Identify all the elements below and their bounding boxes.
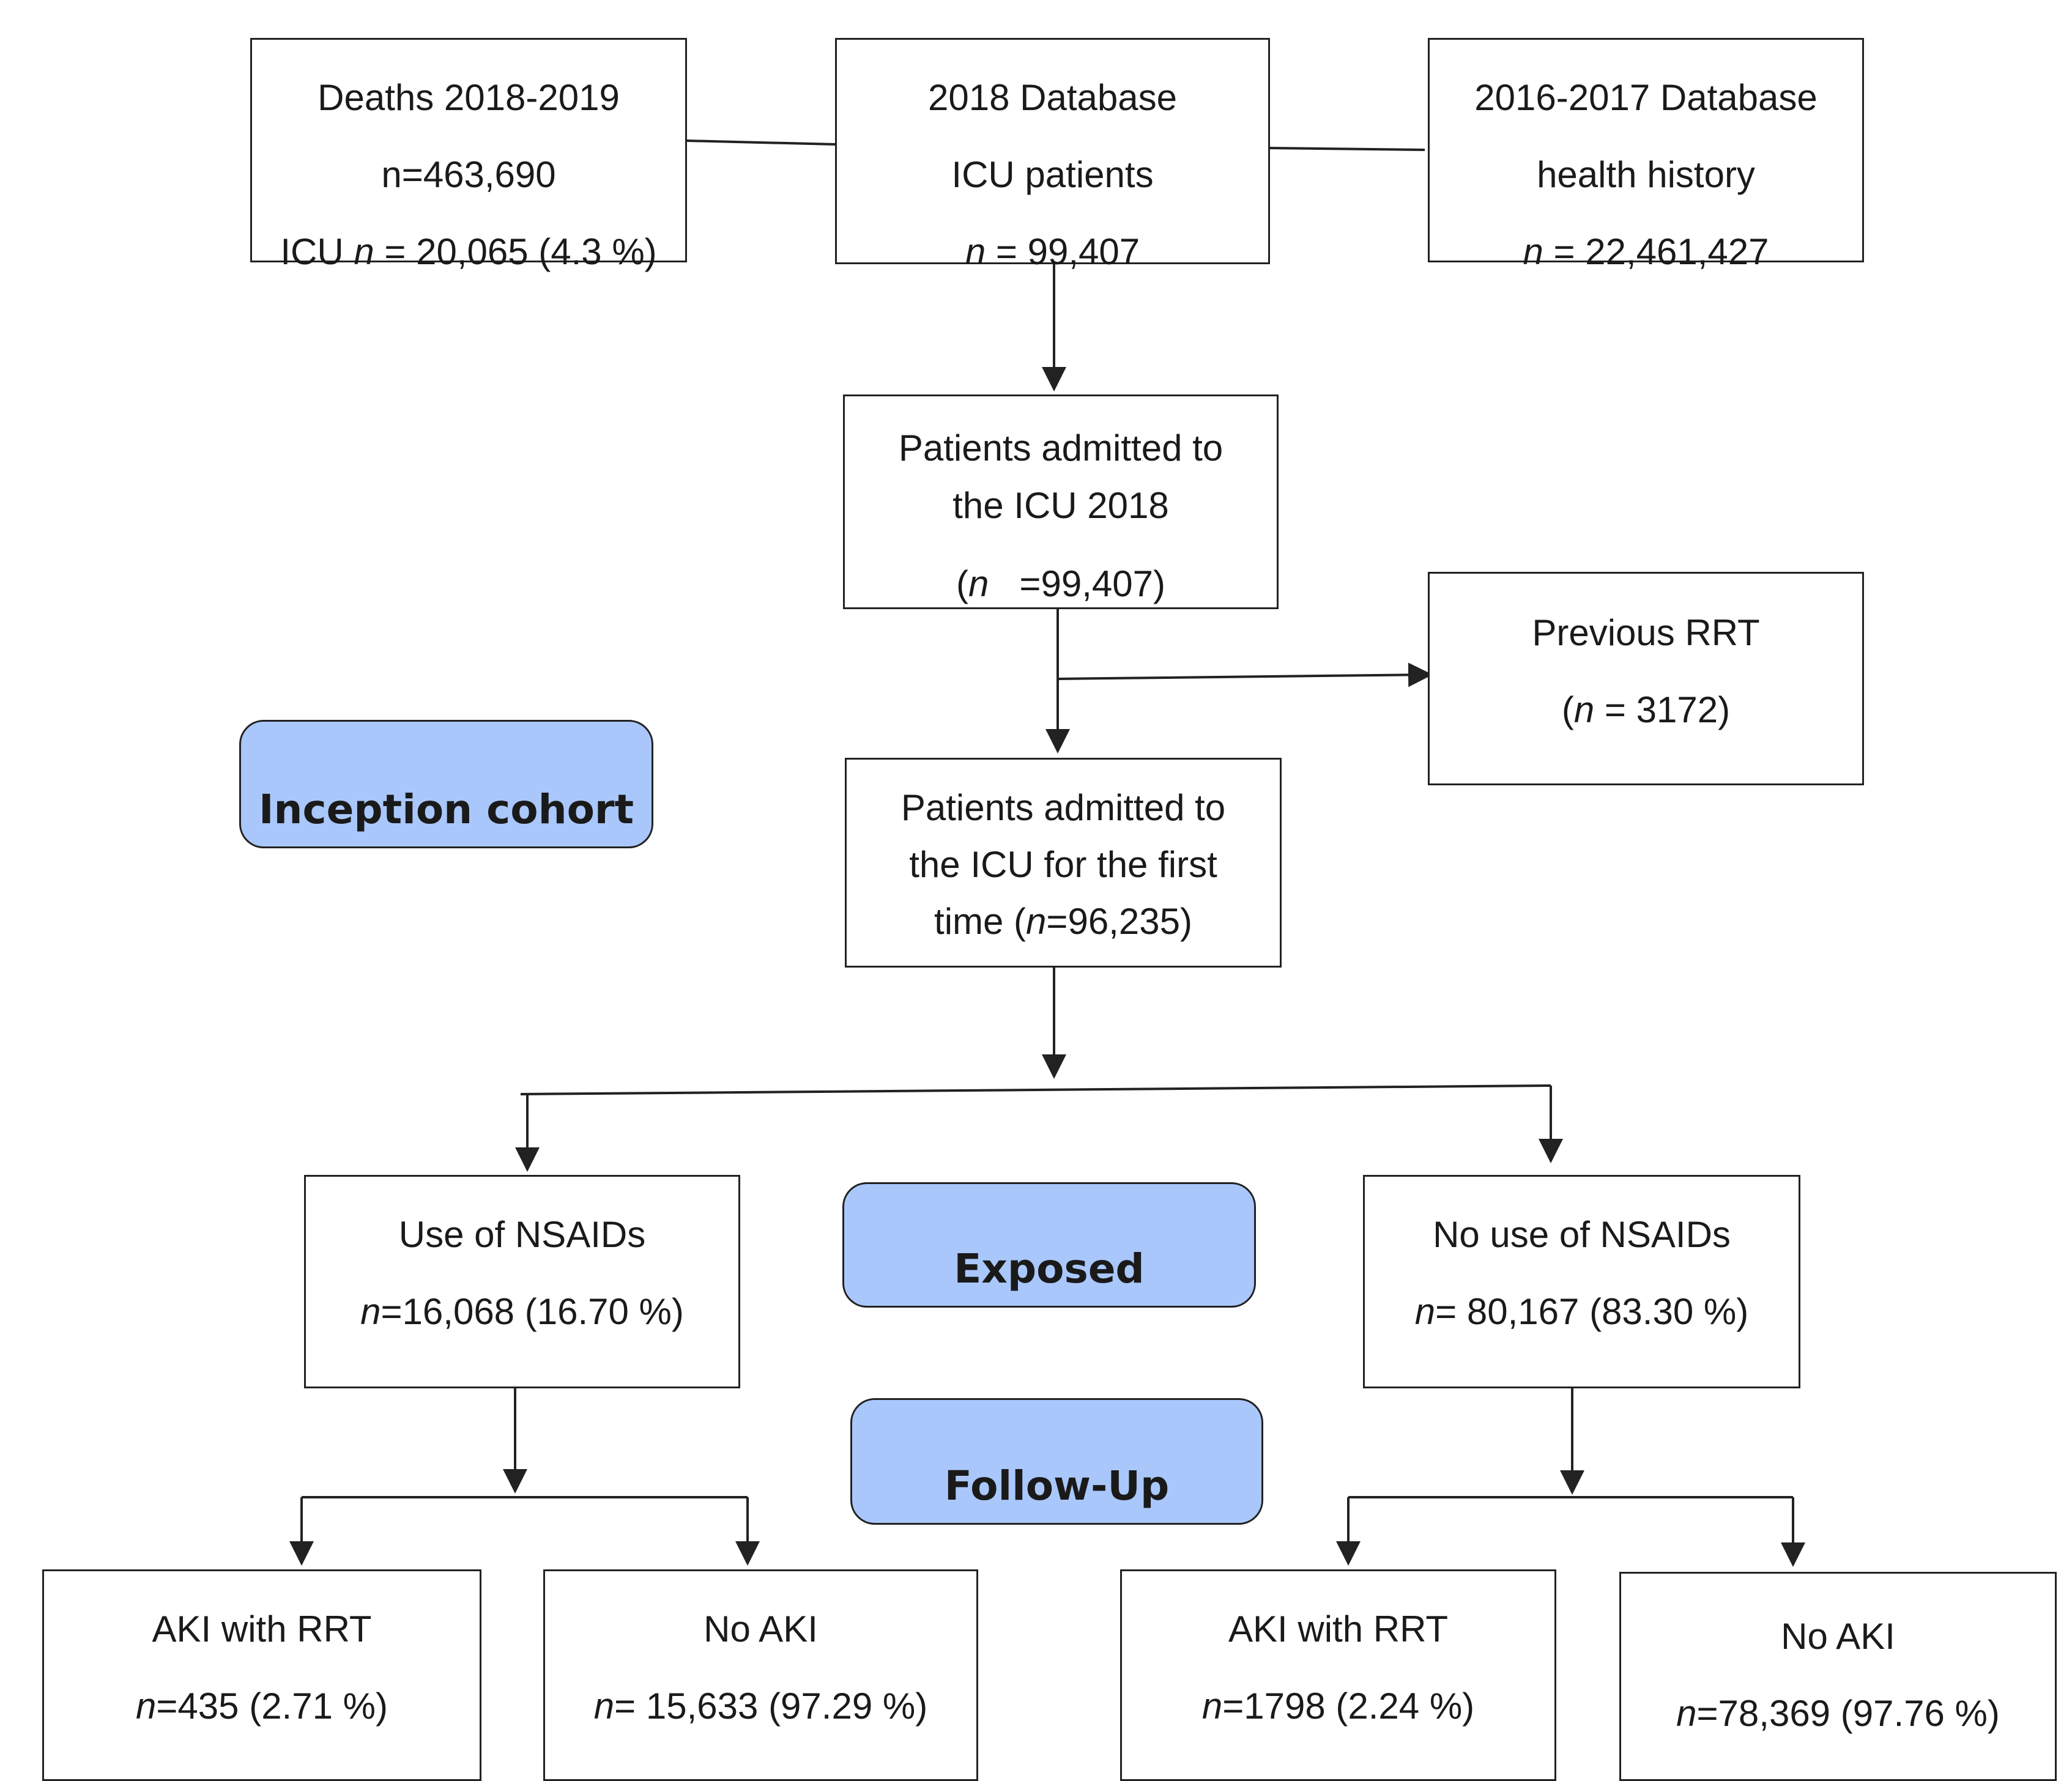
deaths-title: Deaths 2018-2019 [317, 77, 620, 118]
first-time-line2: the ICU for the first [909, 844, 1217, 885]
box-aki-with-rrt-nsaids: AKI with RRT n=435 (2.71 %) [42, 1569, 481, 1781]
split-horizontal [520, 1084, 1551, 1095]
no-aki-2-n: n=78,369 (97.76 %) [1676, 1693, 2000, 1734]
db2018-n: n = 99,407 [965, 231, 1140, 272]
box-use-of-nsaids: Use of NSAIDs n=16,068 (16.70 %) [304, 1175, 740, 1388]
box-no-use-of-nsaids: No use of NSAIDs n= 80,167 (83.30 %) [1363, 1175, 1800, 1388]
connector-db2018-db2016 [1268, 147, 1425, 151]
no-nsaids-title: No use of NSAIDs [1433, 1214, 1731, 1255]
previous-rrt-title: Previous RRT [1532, 612, 1760, 653]
deaths-icu-line: ICU n = 20,065 (4.3 %) [280, 231, 657, 272]
db2016-title: 2016-2017 Database [1474, 77, 1818, 118]
admitted-line1: Patients admitted to [898, 428, 1224, 468]
first-time-n: time (n=96,235) [934, 901, 1192, 942]
arrow-to-previous-rrt [1057, 662, 1433, 687]
nsaids-n: n=16,068 (16.70 %) [360, 1291, 684, 1332]
no-nsaids-n: n= 80,167 (83.30 %) [1414, 1291, 1749, 1332]
db2018-subtitle: ICU patients [951, 154, 1154, 195]
no-aki-1-title: No AKI [704, 1609, 818, 1650]
label-follow-up: Follow-Up [850, 1398, 1263, 1525]
aki-rrt-1-n: n=435 (2.71 %) [136, 1686, 388, 1727]
admitted-line2: the ICU 2018 [952, 485, 1169, 526]
admitted-n: (n =99,407) [956, 563, 1165, 604]
aki-rrt-1-title: AKI with RRT [152, 1609, 372, 1650]
aki-rrt-2-n: n=1798 (2.24 %) [1201, 1686, 1475, 1727]
box-deaths-2018-2019: Deaths 2018-2019 n=463,690 ICU n = 20,06… [250, 38, 687, 272]
label-inception-cohort: Inception cohort [239, 720, 653, 848]
no-aki-1-n: n= 15,633 (97.29 %) [593, 1686, 928, 1727]
box-2016-2017-database: 2016-2017 Database health history n = 22… [1428, 38, 1864, 272]
box-first-time-admitted: Patients admitted to the ICU for the fir… [845, 758, 1282, 968]
box-patients-admitted-2018: Patients admitted to the ICU 2018 (n =99… [843, 394, 1279, 609]
aki-rrt-2-title: AKI with RRT [1228, 1609, 1448, 1650]
db2018-title: 2018 Database [928, 77, 1177, 118]
db2016-subtitle: health history [1537, 154, 1755, 195]
label-exposed: Exposed [842, 1182, 1256, 1308]
no-aki-2-title: No AKI [1781, 1616, 1895, 1657]
db2016-n: n = 22,461,427 [1523, 231, 1769, 272]
box-previous-rrt: Previous RRT (n = 3172) [1428, 572, 1864, 785]
box-aki-with-rrt-no-nsaids: AKI with RRT n=1798 (2.24 %) [1120, 1569, 1556, 1781]
nsaids-title: Use of NSAIDs [398, 1214, 646, 1255]
box-no-aki-no-nsaids: No AKI n=78,369 (97.76 %) [1619, 1572, 2057, 1781]
box-2018-database: 2018 Database ICU patients n = 99,407 [835, 38, 1270, 272]
box-no-aki-nsaids: No AKI n= 15,633 (97.29 %) [543, 1569, 978, 1781]
previous-rrt-n: (n = 3172) [1561, 689, 1731, 730]
connector-deaths-db2018 [685, 139, 836, 146]
first-time-line1: Patients admitted to [900, 787, 1226, 828]
deaths-n: n=463,690 [381, 154, 556, 195]
